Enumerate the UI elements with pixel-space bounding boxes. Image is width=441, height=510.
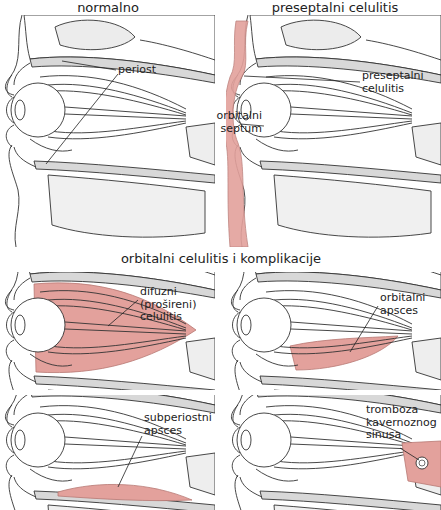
callout-label: tromboza kavernoznog sinusa (366, 404, 440, 442)
carotid-artery (419, 460, 425, 466)
leader-line (108, 300, 138, 326)
orbit-section (231, 395, 441, 510)
callout-label: preseptalni celulitis (362, 70, 438, 95)
leader-line (118, 436, 142, 487)
cavernous-sinus-thrombosis (402, 441, 441, 487)
leader-line (244, 76, 360, 82)
callout-label: subperiostni apsces (144, 412, 224, 437)
orbit-section (231, 272, 441, 390)
leader-line (46, 74, 118, 164)
callout-label: difuzni (prošireni) celulitis (140, 286, 220, 324)
orbit-section (5, 15, 215, 247)
panel-thrombosis (231, 345, 441, 510)
leader-lines (46, 61, 419, 487)
panel-title: normalno (58, 1, 158, 16)
callout-label: orbitalni apsces (380, 292, 440, 317)
section-title: orbitalni celulitis i komplikacije (90, 252, 352, 267)
panel-title: preseptalni celulitis (260, 1, 410, 16)
leader-line (62, 61, 116, 70)
subperiosteal-abscess (58, 484, 192, 500)
panel-subperiosteal (5, 345, 215, 510)
orbital-abscess (290, 336, 398, 370)
orbit-section (231, 15, 441, 247)
panel-normal (5, 15, 215, 247)
leader-line (400, 448, 419, 460)
orbit-section (5, 272, 215, 390)
part-label: orbitalni septum (200, 110, 262, 135)
leader-line (350, 306, 378, 352)
part-label: periost (118, 64, 178, 77)
